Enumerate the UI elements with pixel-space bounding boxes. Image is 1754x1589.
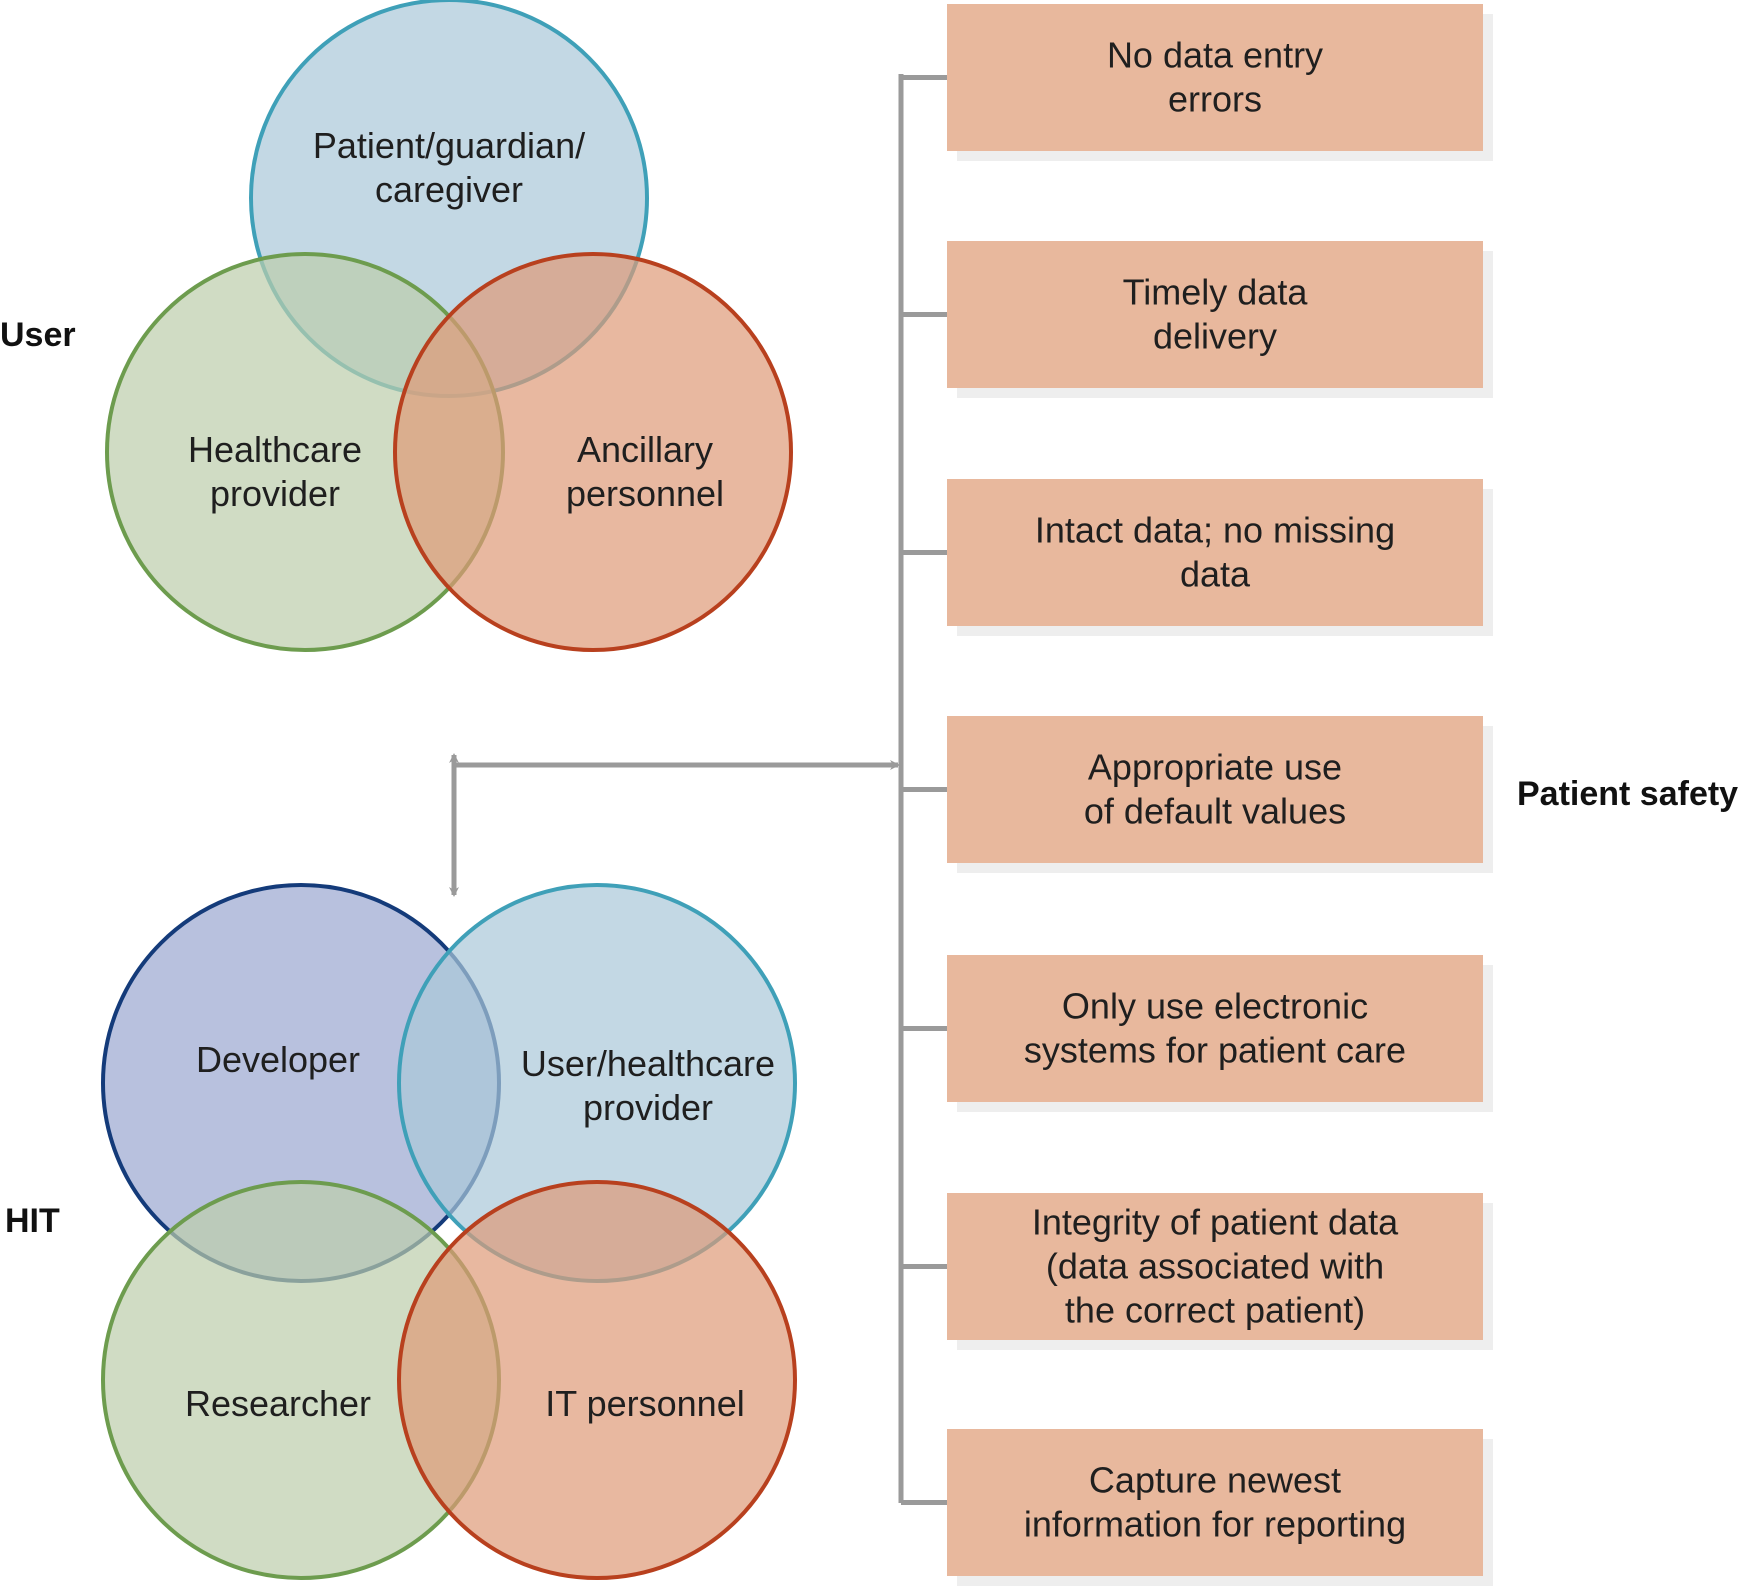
safety-box-text: Integrity of patient data <box>1032 1202 1399 1243</box>
safety-box-text: information for reporting <box>1024 1504 1406 1545</box>
ancillary-personnel-label: Ancillary <box>577 429 713 470</box>
safety-box <box>947 1429 1483 1576</box>
it-personnel-label: IT personnel <box>545 1383 744 1424</box>
hit-venn-diagram: Developer User/healthcareproviderResearch… <box>101 883 797 1580</box>
safety-box <box>947 955 1483 1102</box>
safety-box <box>947 479 1483 626</box>
safety-box-text: Timely data <box>1123 272 1309 313</box>
safety-box <box>947 4 1483 151</box>
user-healthcare-provider-label: provider <box>583 1087 713 1128</box>
safety-box-text: data <box>1180 554 1251 595</box>
researcher-label: Researcher <box>185 1383 371 1424</box>
safety-box <box>947 716 1483 863</box>
patient-safety-label: Patient safety <box>1517 775 1738 813</box>
safety-item: Integrity of patient data(data associate… <box>901 1193 1493 1350</box>
patient-guardian-caregiver-label: caregiver <box>375 169 523 210</box>
healthcare-provider-label: provider <box>210 473 340 514</box>
safety-box-text: (data associated with <box>1046 1246 1384 1287</box>
healthcare-provider-label: Healthcare <box>188 429 362 470</box>
ancillary-personnel-label: personnel <box>566 473 724 514</box>
safety-box-text: Only use electronic <box>1062 986 1368 1027</box>
developer-label: Developer <box>196 1039 360 1080</box>
safety-box <box>947 241 1483 388</box>
safety-box <box>947 1193 1483 1340</box>
safety-box-text: delivery <box>1153 316 1277 357</box>
patient-guardian-caregiver-label: Patient/guardian/ <box>313 125 585 166</box>
safety-box-text: systems for patient care <box>1024 1030 1406 1071</box>
user-group-label: User <box>0 316 76 354</box>
safety-box-text: No data entry <box>1107 35 1323 76</box>
safety-box-text: Intact data; no missing <box>1035 510 1395 551</box>
safety-box-text: Capture newest <box>1089 1460 1341 1501</box>
safety-box-text: errors <box>1168 79 1262 120</box>
it-personnel-circle <box>397 1180 797 1580</box>
safety-box-text: the correct patient) <box>1065 1290 1365 1331</box>
hit-group-label: HIT <box>5 1202 60 1240</box>
safety-box-text: Appropriate use <box>1088 747 1342 788</box>
safety-box-text: of default values <box>1084 791 1346 832</box>
ancillary-personnel-circle <box>393 252 793 652</box>
user-venn-diagram: Patient/guardian/caregiverHealthcareprov… <box>105 0 793 652</box>
user-healthcare-provider-label: User/healthcare <box>521 1043 775 1084</box>
